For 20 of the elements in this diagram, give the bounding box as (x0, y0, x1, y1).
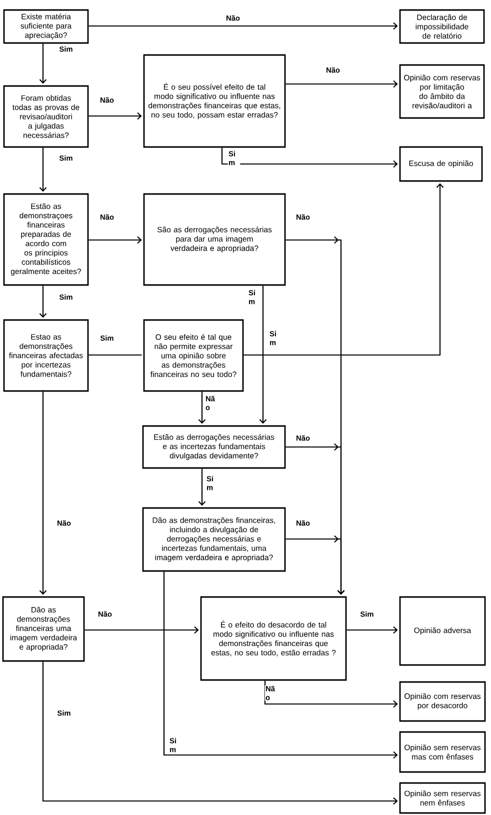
arrow (221, 148, 398, 168)
arrow (198, 468, 206, 506)
arrow (39, 392, 47, 595)
arrow (88, 236, 142, 244)
arrow (39, 286, 47, 318)
arrow (346, 626, 398, 634)
arrow (198, 392, 206, 424)
arrow (39, 44, 47, 84)
arrow (42, 662, 398, 805)
arrow (244, 183, 444, 356)
arrow (163, 572, 398, 759)
arrow (88, 22, 398, 30)
arrow (88, 112, 142, 120)
connector-line (88, 354, 142, 356)
arrow (39, 148, 47, 192)
arrow (259, 286, 267, 424)
arrow (264, 680, 398, 708)
arrow (286, 80, 398, 88)
arrow (286, 535, 345, 595)
arrow (84, 626, 199, 634)
